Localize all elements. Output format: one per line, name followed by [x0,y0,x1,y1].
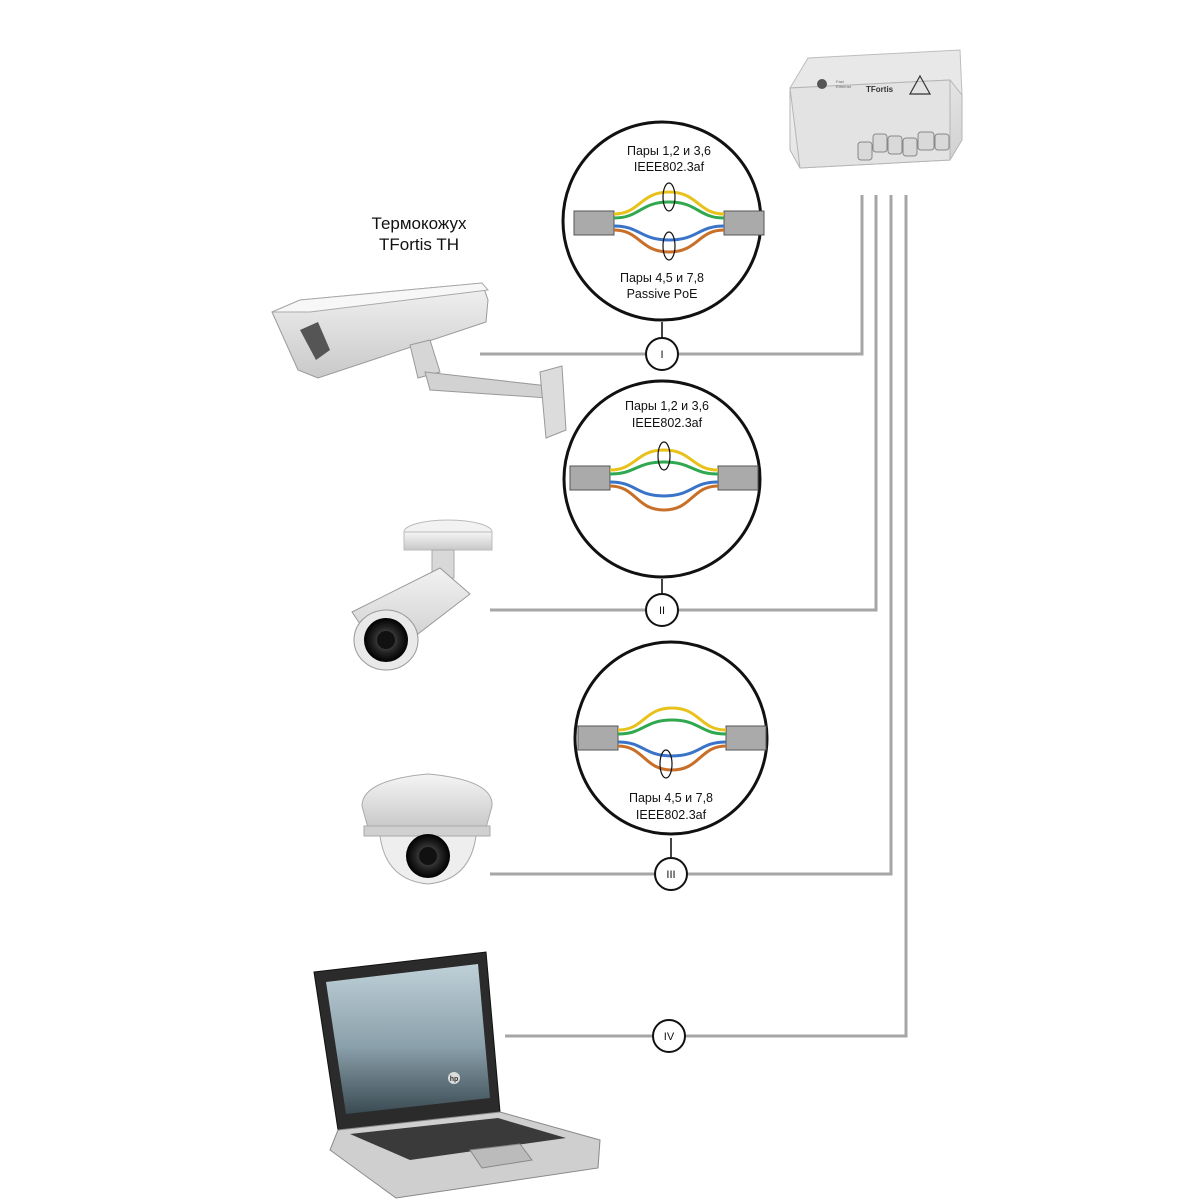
link2-top-line1: Пары 1,2 и 3,6 [625,399,709,413]
hp-logo-icon [448,1072,460,1084]
warning-icon [908,74,932,95]
pair-zoom-circle-2: Пары 1,2 и 3,6 IEEE802.3af [562,379,762,579]
link1-bottom-line1: Пары 4,5 и 7,8 [620,271,704,285]
link-markers: I II III IV [645,337,688,1053]
svg-text:IV: IV [664,1031,675,1043]
wire-link-4 [505,195,908,1038]
link-marker-1: I [645,337,679,371]
svg-text:Ethernet: Ethernet [836,84,852,89]
wiring [480,195,908,1038]
switch-logo-icon [817,79,827,89]
link-marker-2: II [645,593,679,627]
bullet-camera-image [351,519,493,671]
pair-zoom-circle-3: Пары 4,5 и 7,8 IEEE802.3af [573,640,769,836]
link2-top-line2: IEEE802.3af [632,416,703,430]
svg-text:II: II [659,605,665,617]
wire-link-1 [480,195,864,356]
link3-bottom-line2: IEEE802.3af [636,808,707,822]
housing-title-line1: Термокожух [372,214,467,233]
laptop-logo: hp [450,1076,459,1083]
switch-brand: TFortis [866,85,894,94]
link3-bottom-line1: Пары 4,5 и 7,8 [629,791,713,805]
tfortis-switch: Fast Ethernet TFortis [789,49,963,169]
link1-top-line1: Пары 1,2 и 3,6 [627,144,711,158]
link-marker-3: III [654,857,688,891]
pair-zoom-circle-1: Пары 1,2 и 3,6 IEEE802.3af Пары 4,5 и 7,… [561,120,765,322]
housing-title-line2: TFortis TH [379,235,459,254]
link1-top-line2: IEEE802.3af [634,160,705,174]
laptop-image: hp [313,951,601,1199]
svg-text:I: I [660,349,663,361]
cable-glands [857,131,950,161]
link1-bottom-line2: Passive PoE [627,287,698,301]
dome-camera-image [361,773,493,885]
wire-link-2 [490,195,878,612]
svg-text:III: III [666,869,675,881]
link-marker-4: IV [652,1019,686,1053]
svg-text:Fast: Fast [836,79,845,84]
camera-housing-group: Термокожух TFortis TH [271,214,567,439]
housing-camera-image [271,282,567,439]
wire-link-3 [490,195,893,876]
